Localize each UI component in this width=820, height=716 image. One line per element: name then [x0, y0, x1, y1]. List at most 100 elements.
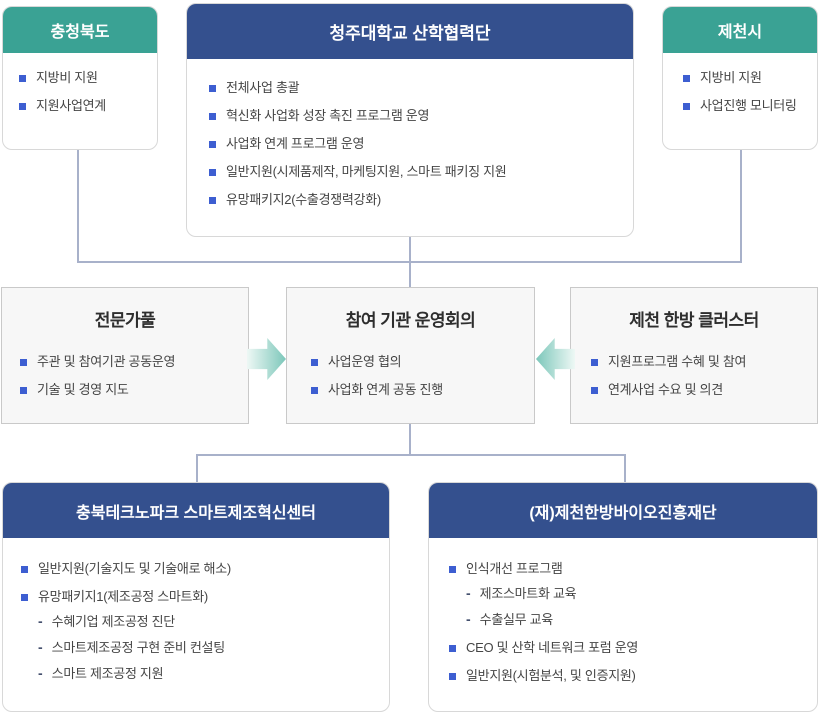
- bullet-square-icon: [311, 387, 318, 394]
- connector-right-vertical: [740, 148, 742, 263]
- list-item: 지방비 지원: [683, 69, 811, 87]
- bullet-square-icon: [311, 359, 318, 366]
- list-item-row: 사업운영 협의: [311, 353, 528, 371]
- connector-bottom-right-vertical: [624, 454, 626, 483]
- bullet-square-icon: [591, 387, 598, 394]
- bullet-square-icon: [591, 359, 598, 366]
- list-item-row: 지방비 지원: [683, 69, 811, 87]
- box-title: 제천 한방 클러스터: [629, 311, 759, 330]
- list-item-label: 일반지원(시험분석, 및 인증지원): [466, 668, 636, 683]
- list-item-row: 사업진행 모니터링: [683, 97, 811, 115]
- list-item-row: 유망패키지2(수출경쟁력강화): [209, 191, 623, 209]
- list-item: 사업운영 협의: [311, 353, 528, 371]
- box-jecheon-bio-foundation: (재)제천한방바이오진흥재단 인식개선 프로그램-제조스마트화 교육-수출실무 …: [428, 482, 818, 712]
- list-item: 유망패키지1(제조공정 스마트화)-수혜기업 제조공정 진단-스마트제조공정 구…: [21, 588, 379, 683]
- connector-center-top-vertical: [409, 237, 411, 290]
- bullet-square-icon: [449, 673, 456, 680]
- sub-list: -제조스마트화 교육-수출실무 교육: [466, 585, 807, 629]
- dash-icon: -: [38, 613, 43, 629]
- list-item-row: 전체사업 총괄: [209, 79, 623, 97]
- bullet-square-icon: [20, 387, 27, 394]
- list-item-row: 지방비 지원: [19, 69, 149, 87]
- bullet-square-icon: [209, 169, 216, 176]
- sub-item-label: 수혜기업 제조공정 진단: [51, 614, 176, 629]
- list-item-label: 전체사업 총괄: [226, 80, 300, 95]
- sub-list: -수혜기업 제조공정 진단-스마트제조공정 구현 준비 컨설팅-스마트 제조공정…: [38, 613, 379, 683]
- box-header-title: 충북테크노파크 스마트제조혁신센터: [3, 483, 389, 538]
- dash-icon: -: [466, 585, 471, 601]
- list-item-label: 지방비 지원: [36, 70, 98, 85]
- connector-left-vertical: [77, 148, 79, 263]
- list-item: 인식개선 프로그램-제조스마트화 교육-수출실무 교육: [449, 560, 807, 629]
- list-item: 전체사업 총괄: [209, 79, 623, 97]
- list-item-label: 주관 및 참여기관 공동운영: [37, 354, 176, 369]
- box-header-title: 충청북도: [3, 7, 157, 53]
- bullet-square-icon: [19, 75, 26, 82]
- list-item-row: CEO 및 산학 네트워크 포럼 운영: [449, 639, 807, 657]
- list-item: 일반지원(기술지도 및 기술애로 해소): [21, 560, 379, 578]
- sub-list-item: -수혜기업 제조공정 진단: [38, 613, 379, 631]
- bullet-list: 일반지원(기술지도 및 기술애로 해소) 유망패키지1(제조공정 스마트화) -수혜…: [3, 538, 389, 683]
- list-item-row: 주관 및 참여기관 공동운영: [20, 353, 242, 371]
- bullet-square-icon: [449, 566, 456, 573]
- list-item-label: 혁신화 사업화 성장 촉진 프로그램 운영: [226, 108, 430, 123]
- bullet-square-icon: [683, 103, 690, 110]
- list-item-label: 일반지원(기술지도 및 기술애로 해소): [38, 561, 231, 576]
- arrow-right-icon: [247, 338, 286, 380]
- list-item-row: 일반지원(기술지도 및 기술애로 해소): [21, 560, 379, 578]
- list-item-label: 인식개선 프로그램: [466, 561, 563, 576]
- box-title: 참여 기관 운영회의: [345, 311, 476, 330]
- box-header-title: 청주대학교 산학협력단: [187, 4, 633, 59]
- list-item-label: 유망패키지2(수출경쟁력강화): [226, 192, 381, 207]
- list-item: 지원사업연계: [19, 97, 149, 115]
- bullet-square-icon: [21, 566, 28, 573]
- bullet-square-icon: [449, 645, 456, 652]
- bullet-square-icon: [209, 141, 216, 148]
- list-item-row: 사업화 연계 프로그램 운영: [209, 135, 623, 153]
- sub-item-label: 스마트 제조공정 지원: [51, 666, 164, 681]
- box-header-title: (재)제천한방바이오진흥재단: [429, 483, 817, 538]
- list-item-label: 연계사업 수요 및 의견: [608, 382, 723, 397]
- list-item: 지원프로그램 수혜 및 참여: [591, 353, 813, 371]
- sub-item-label: 수출실무 교육: [479, 612, 554, 627]
- list-item-row: 지원프로그램 수혜 및 참여: [591, 353, 813, 371]
- dash-icon: -: [466, 611, 471, 627]
- sub-item-label: 스마트제조공정 구현 준비 컨설팅: [51, 640, 225, 655]
- list-item: 주관 및 참여기관 공동운영: [20, 353, 242, 371]
- list-item: 사업진행 모니터링: [683, 97, 811, 115]
- list-item-row: 지원사업연계: [19, 97, 149, 115]
- list-item: 일반지원(시험분석, 및 인증지원): [449, 667, 807, 685]
- list-item: CEO 및 산학 네트워크 포럼 운영: [449, 639, 807, 657]
- sub-list-item: -스마트제조공정 구현 준비 컨설팅: [38, 639, 379, 657]
- list-item-row: 기술 및 경영 지도: [20, 381, 242, 399]
- box-header-title: 제천시: [663, 7, 817, 53]
- bullet-square-icon: [20, 359, 27, 366]
- list-item-label: 지방비 지원: [700, 70, 762, 85]
- sub-item-label: 제조스마트화 교육: [479, 586, 577, 601]
- dash-icon: -: [38, 639, 43, 655]
- bullet-square-icon: [21, 594, 28, 601]
- list-item-row: 인식개선 프로그램: [449, 560, 807, 578]
- list-item: 혁신화 사업화 성장 촉진 프로그램 운영: [209, 107, 623, 125]
- list-item-row: 혁신화 사업화 성장 촉진 프로그램 운영: [209, 107, 623, 125]
- list-item-label: 사업화 연계 프로그램 운영: [226, 136, 365, 151]
- list-item-row: 연계사업 수요 및 의견: [591, 381, 813, 399]
- bullet-square-icon: [19, 103, 26, 110]
- list-item-label: 사업진행 모니터링: [700, 98, 797, 113]
- list-item-label: 유망패키지1(제조공정 스마트화): [38, 589, 208, 604]
- list-item-row: 일반지원(시제품제작, 마케팅지원, 스마트 패키징 지원: [209, 163, 623, 181]
- sub-list-item: -제조스마트화 교육: [466, 585, 807, 603]
- connector-bottom-horizontal: [196, 454, 626, 456]
- list-item: 기술 및 경영 지도: [20, 381, 242, 399]
